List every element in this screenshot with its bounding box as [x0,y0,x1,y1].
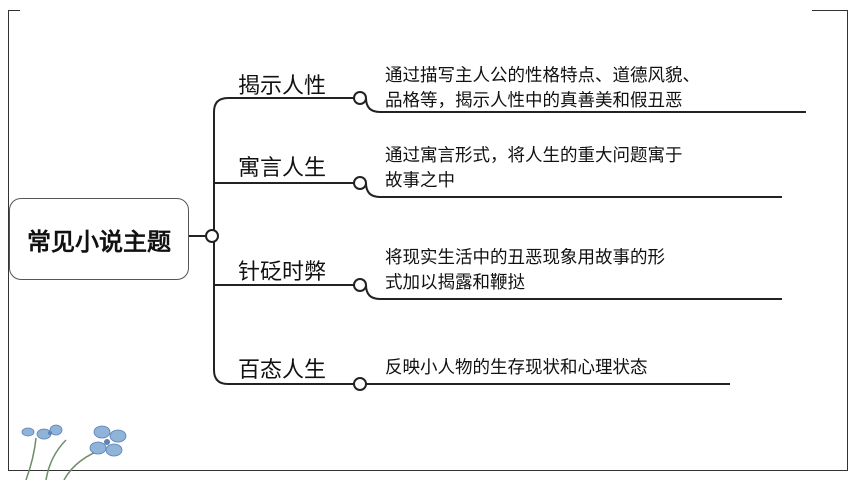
frame-top-border-right [812,10,848,11]
branch-label-4: 百态人生 [238,358,327,383]
description-line: 品格等，揭示人性中的真善美和假丑恶 [385,91,683,111]
branch-label-3: 针砭时弊 [238,260,327,285]
blue-flower-icon [21,424,127,480]
root-node-circle [205,229,219,243]
branch-description-2: 通过寓言形式，将人生的重大问题寓于 故事之中 [385,144,683,194]
node-circle-2 [353,176,367,190]
description-line: 式加以揭露和鞭挞 [385,273,525,293]
branch-label-1: 揭示人性 [238,74,327,99]
description-line: 故事之中 [385,171,455,191]
branch-description-3: 将现实生活中的丑恶现象用故事的形 式加以揭露和鞭挞 [385,246,665,296]
branch-description-1: 通过描写主人公的性格特点、道德风貌、 品格等，揭示人性中的真善美和假丑恶 [385,64,700,114]
slide-frame [8,10,848,471]
description-line: 将现实生活中的丑恶现象用故事的形 [385,248,665,268]
node-circle-1 [353,91,367,105]
description-line: 通过描写主人公的性格特点、道德风貌、 [385,66,700,86]
node-circle-3 [353,278,367,292]
branch-description-4: 反映小人物的生存现状和心理状态 [385,356,648,381]
description-line: 通过寓言形式，将人生的重大问题寓于 [385,146,683,166]
node-circle-4 [353,377,367,391]
frame-top-border-left [8,10,20,11]
root-topic: 常见小说主题 [9,198,189,280]
description-line: 反映小人物的生存现状和心理状态 [385,358,648,378]
branch-label-2: 寓言人生 [238,156,327,181]
